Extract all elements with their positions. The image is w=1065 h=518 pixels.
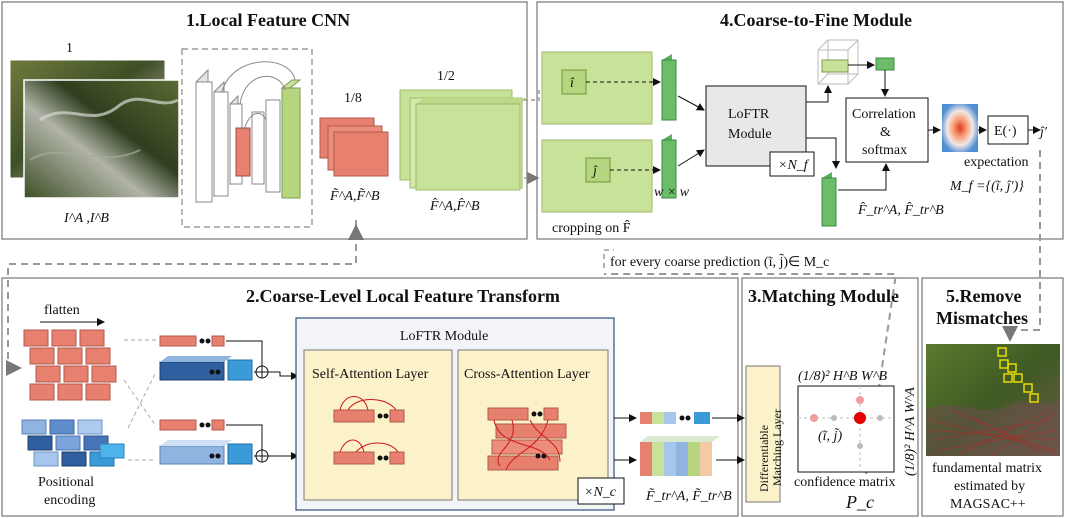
- crop-blocks: [541, 51, 653, 213]
- title-remove-line1: 5.Remove: [946, 286, 1021, 306]
- scale-1-8: 1/8: [344, 91, 362, 106]
- link-matching-to-fine: [604, 273, 898, 475]
- input-image-pair: [9, 59, 180, 199]
- remove-caption-line3: MAGSAC++: [950, 497, 1026, 512]
- mf-label: M_f ={(ĩ, ĵ′)}: [949, 179, 1024, 194]
- matrix-dot: [856, 396, 864, 404]
- cnn-backbone-box: [181, 48, 313, 228]
- fine-feat-label: F̂^A,F̂^B: [429, 198, 480, 214]
- self-attn-label: Self-Attention Layer: [312, 367, 429, 382]
- panel-matching: [741, 277, 919, 517]
- cross-attention-tokens: [487, 407, 567, 471]
- j-hat-label: ĵ: [591, 164, 598, 179]
- cross-links: [123, 339, 157, 461]
- self-attention-tokens: [333, 396, 405, 465]
- panel-local-cnn: [1, 1, 528, 240]
- arrow-sum1-to-loftr: [268, 371, 299, 380]
- title-local-cnn: 1.Local Feature CNN: [186, 10, 350, 30]
- title-coarse-transform: 2.Coarse-Level Local Feature Transform: [246, 286, 560, 306]
- scale-1-2: 1/2: [437, 69, 455, 84]
- matrix-dot: [877, 415, 883, 421]
- heatmap: [942, 104, 978, 152]
- ftr-fine-label: F̂_tr^A, F̂_tr^B: [857, 202, 944, 218]
- i-hat-label: î: [570, 76, 575, 91]
- e-label: E(·): [994, 124, 1017, 139]
- flatten-label: flatten: [44, 303, 80, 318]
- hw-b-label: (1/8)² H^B W^B: [798, 369, 888, 384]
- panel-coarse-transform: [1, 277, 739, 517]
- confidence-matrix: [797, 385, 895, 473]
- link-coarse-pred: [603, 249, 614, 268]
- hw-a-label: (1/8)² H^A W^A: [903, 387, 918, 476]
- loftr-fine-line2: Module: [728, 127, 772, 142]
- conf-label: confidence matrix: [794, 475, 895, 490]
- fine-feature-blocks: [399, 89, 528, 191]
- loftr-fine-line1: LoFTR: [728, 107, 770, 122]
- link-coarse-to-flatten: [6, 220, 357, 376]
- nf-label: ×N_f: [778, 158, 810, 173]
- matrix-max-dot: [854, 412, 866, 424]
- panel-coarse-to-fine: [536, 1, 1064, 240]
- arrow-to-loftr-fine-2: [677, 149, 705, 167]
- window-size-label: w × w: [654, 185, 690, 200]
- image-index: 1: [66, 41, 73, 56]
- ftr-fine-features: [821, 172, 837, 227]
- nc-label: ×N_c: [584, 485, 617, 500]
- every-coarse-label: for every coarse prediction (ĩ, j̃)∈ M_c: [610, 253, 829, 270]
- remove-caption-line1: fundamental matrix: [932, 461, 1042, 476]
- title-coarse-to-fine: 4.Coarse-to-Fine Module: [720, 10, 912, 30]
- panel-remove: [921, 277, 1064, 517]
- self-attention-box: [303, 349, 453, 501]
- ij-label: (ĩ, j̃): [818, 428, 842, 444]
- arrow-ftr-to-corr: [838, 163, 890, 191]
- transformed-tokens: [640, 412, 720, 476]
- arrow-to-loftr-fine-1: [677, 95, 705, 111]
- positional-line1: Positional: [38, 475, 94, 490]
- arrow-loftr-to-crop3d: [806, 85, 832, 103]
- corr-line2: &: [880, 125, 891, 140]
- coarse-feature-blocks: [319, 117, 389, 177]
- corr-line3: softmax: [862, 143, 907, 158]
- link-fine-to-remove: [1010, 150, 1041, 331]
- tr-coarse-label: F̃_tr^A, F̃_tr^B: [645, 488, 732, 504]
- coarse-feat-label: F̃^A,F̃^B: [329, 188, 380, 204]
- mismatch-image: [926, 344, 1060, 457]
- loftr-coarse-title: LoFTR Module: [400, 329, 488, 344]
- window-patches: [661, 54, 677, 199]
- cnn-backbone-layers: [195, 61, 302, 204]
- expectation-label: expectation: [964, 155, 1029, 170]
- nf-box: [769, 151, 815, 177]
- cropping-label: cropping on F̂: [552, 219, 631, 236]
- title-matching: 3.Matching Module: [748, 286, 899, 306]
- title-remove-line2: Mismatches: [936, 308, 1028, 328]
- sum-nodes: [226, 340, 269, 463]
- salmon-grid: [23, 329, 117, 401]
- matrix-dot: [857, 443, 863, 449]
- pc-label: P_c: [845, 492, 874, 512]
- remove-caption-line2: estimated by: [954, 479, 1025, 494]
- cross-attn-label: Cross-Attention Layer: [464, 367, 590, 382]
- diff-line1: Differentiable: [757, 425, 771, 492]
- positional-line2: encoding: [44, 493, 95, 508]
- matrix-dot: [831, 415, 837, 421]
- flattened-tokens: [159, 335, 253, 465]
- nc-box: [577, 477, 625, 505]
- expectation-box: [987, 115, 1029, 145]
- j-prime-label: ĵ′: [1038, 125, 1048, 140]
- cube-feature: [817, 39, 895, 85]
- diff-line2: Matching Layer: [770, 409, 784, 486]
- differentiable-matching-box: [745, 365, 781, 503]
- link-fine-to-crop-top: [524, 88, 540, 101]
- arrow-loftr-to-ftr: [806, 137, 840, 169]
- positional-encoding-grid: [21, 419, 125, 467]
- corr-line1: Correlation: [852, 107, 916, 122]
- image-label: I^A ,I^B: [63, 211, 109, 226]
- matrix-dot: [810, 414, 818, 422]
